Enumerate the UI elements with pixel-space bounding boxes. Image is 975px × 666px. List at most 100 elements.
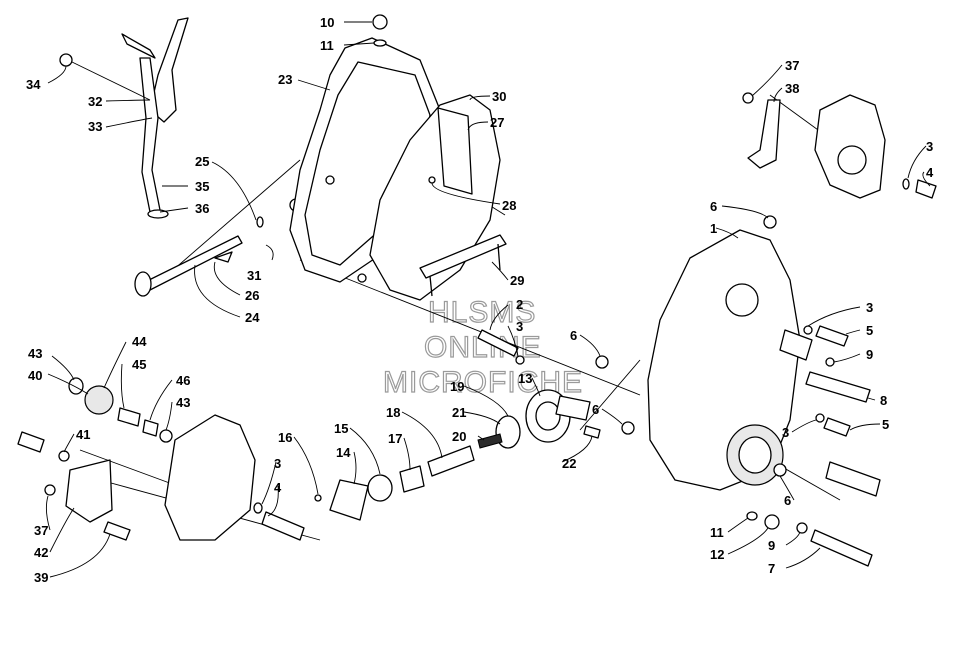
- callout-43-low: 43: [176, 395, 190, 410]
- lower-left-cover: [17, 377, 305, 541]
- screw-22: [583, 425, 601, 439]
- callout-42: 42: [34, 545, 48, 560]
- callout-41: 41: [76, 427, 90, 442]
- pin-29: [419, 234, 507, 279]
- washer-43-top: [68, 377, 84, 395]
- bolt-4-low: [261, 511, 305, 541]
- upper-right-bracket: [742, 92, 937, 199]
- callout-44: 44: [132, 334, 147, 349]
- callout-10: 10: [320, 15, 334, 30]
- callout-19: 19: [450, 379, 464, 394]
- upper-cover-inner: [304, 61, 431, 266]
- callout-5-upper: 5: [866, 323, 873, 338]
- callout-34: 34: [26, 77, 41, 92]
- dowel-6-bottom: [773, 463, 787, 477]
- callout-8: 8: [880, 393, 887, 408]
- callout-7: 7: [768, 561, 775, 576]
- shaft-body: [144, 235, 243, 291]
- washer-41: [58, 450, 70, 462]
- bushing-46: [142, 419, 159, 437]
- washer-3-low: [253, 502, 263, 514]
- callout-24: 24: [245, 310, 260, 325]
- bearing-44: [84, 385, 114, 415]
- output-shaft: [825, 461, 881, 497]
- callout-26: 26: [245, 288, 259, 303]
- callout-6-top: 6: [710, 199, 717, 214]
- shift-lever-grip: [121, 33, 156, 59]
- callout-37-top: 37: [785, 58, 799, 73]
- lower-right-fasteners: [746, 511, 873, 567]
- callout-labels: 10 11 23 30 27 28 34 32 33 25 35 36 31 2…: [26, 15, 934, 585]
- screw-16: [314, 494, 322, 502]
- washer-9-right: [825, 357, 835, 367]
- leader-lines: [45, 21, 931, 578]
- bolt-4-upper: [915, 179, 937, 199]
- shaft-clip-26: [214, 251, 233, 263]
- callout-13: 13: [518, 371, 532, 386]
- spacer-45: [117, 407, 141, 427]
- oring-11-low: [746, 511, 758, 521]
- dowel-6-top: [763, 215, 777, 229]
- spring-20: [477, 433, 503, 449]
- callout-22: 22: [562, 456, 576, 471]
- upper-cover: [289, 14, 441, 283]
- bolt-7: [810, 529, 873, 567]
- washer-3-center: [515, 355, 525, 365]
- callout-39: 39: [34, 570, 48, 585]
- piston-17: [399, 465, 425, 493]
- callout-6-bottom: 6: [784, 493, 791, 508]
- callout-15: 15: [334, 421, 348, 436]
- callout-33: 33: [88, 119, 102, 134]
- callout-4-low: 4: [274, 480, 282, 495]
- bolt-40: [17, 431, 45, 453]
- callout-25: 25: [195, 154, 209, 169]
- bracket-38: [747, 99, 781, 169]
- callout-17: 17: [388, 431, 402, 446]
- washer-3-upper: [902, 178, 910, 190]
- callout-4-upper-right: 4: [926, 165, 934, 180]
- dowel-6-mid: [621, 421, 635, 435]
- callout-31: 31: [247, 268, 261, 283]
- case-bore-upper: [725, 283, 759, 317]
- lower-cover-body: [164, 414, 256, 541]
- callout-38: 38: [785, 81, 799, 96]
- bolt-39: [103, 521, 131, 541]
- callout-14: 14: [336, 445, 351, 460]
- callout-3-upper-right: 3: [926, 139, 933, 154]
- shaft-arm: [134, 271, 152, 297]
- callout-40: 40: [28, 368, 42, 383]
- callout-5-lower: 5: [882, 417, 889, 432]
- diaphragm-21: [495, 415, 521, 449]
- callout-6-left: 6: [570, 328, 577, 343]
- bolt-5-upper: [815, 325, 849, 347]
- callout-6-mid: 6: [592, 402, 599, 417]
- nut-37-low: [44, 484, 56, 496]
- callout-46: 46: [176, 373, 190, 388]
- callout-28: 28: [502, 198, 516, 213]
- nut-37: [742, 92, 754, 104]
- washer-43-low: [159, 429, 173, 443]
- washer-9-low: [796, 522, 808, 534]
- watermark: HLSMS ONLINE MICROFICHE: [382, 295, 582, 399]
- callout-29: 29: [510, 273, 524, 288]
- callout-21: 21: [452, 405, 466, 420]
- callout-45: 45: [132, 357, 146, 372]
- screw-28: [428, 176, 436, 184]
- bushing: [779, 329, 813, 361]
- callout-11-low: 11: [710, 525, 724, 540]
- callout-3-right: 3: [866, 300, 873, 315]
- plug-12: [764, 514, 780, 530]
- seal-15: [367, 474, 393, 502]
- gasket-and-plate: [369, 94, 507, 301]
- cap-14: [329, 479, 369, 521]
- callout-36: 36: [195, 201, 209, 216]
- oring-11-top: [373, 39, 387, 47]
- callout-43-top: 43: [28, 346, 42, 361]
- bolt-5-lower: [823, 417, 851, 437]
- shift-lever-assembly: [59, 17, 189, 219]
- callout-9-right: 9: [866, 347, 873, 362]
- washer-3-right: [803, 325, 813, 335]
- arm-42: [65, 459, 113, 523]
- callout-3-center: 3: [516, 319, 523, 334]
- callout-23: 23: [278, 72, 292, 87]
